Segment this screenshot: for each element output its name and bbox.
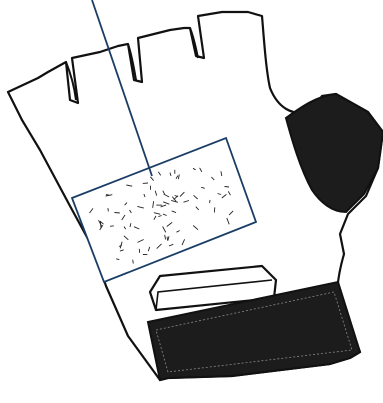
pad-texture-dash <box>108 208 109 211</box>
pad-texture-dash <box>133 260 134 264</box>
pad-texture-dash <box>114 213 119 214</box>
pad-texture-dash <box>167 237 168 240</box>
pad-texture-dash <box>225 187 230 188</box>
pad-texture-dash <box>110 226 114 227</box>
